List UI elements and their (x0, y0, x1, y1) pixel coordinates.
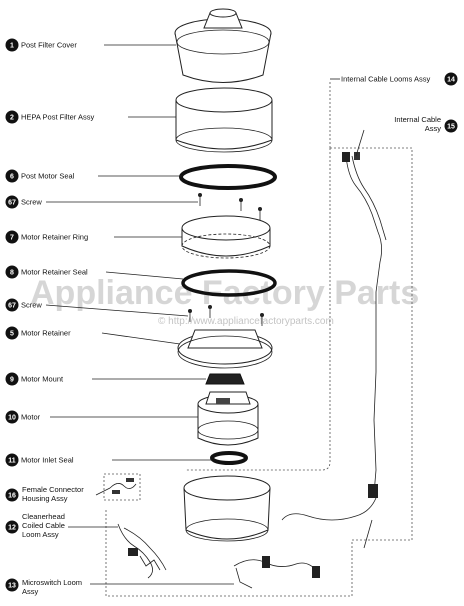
part-label: Screw (21, 198, 42, 207)
part-label-line2: Housing Assy (22, 494, 68, 503)
callout-number: 2 (10, 115, 14, 122)
motor-retainer-drawing (177, 329, 273, 369)
callout-number: 12 (8, 525, 16, 532)
callout-number: 13 (8, 583, 16, 590)
leader-lines (45, 44, 365, 585)
screws-lower-drawing (188, 305, 264, 326)
part-label: Motor (21, 413, 41, 422)
part-label-line2: Assy (22, 587, 39, 596)
callout-number: 5 (10, 331, 14, 338)
callout-screw-lower: 67 Screw (5, 298, 42, 312)
callout-number: 6 (10, 174, 14, 181)
callout-motor-inlet-seal: 11 Motor Inlet Seal (5, 453, 74, 467)
part-label-line1: Cleanerhead (22, 512, 65, 521)
callout-motor-retainer-seal: 8 Motor Retainer Seal (5, 265, 88, 279)
callout-number: 14 (447, 77, 455, 84)
post-motor-seal-drawing (179, 164, 277, 190)
callout-screw-upper: 67 Screw (5, 195, 42, 209)
part-label-line1: Female Connector (22, 485, 84, 494)
part-label-line1: Internal Cable (394, 115, 441, 124)
internal-cable-loom-drawing (186, 82, 413, 549)
part-label: Motor Inlet Seal (21, 456, 74, 465)
motor-retainer-ring-drawing (181, 215, 271, 259)
callout-internal-cable-looms: Internal Cable Looms Assy 14 (341, 72, 458, 86)
part-label: Motor Retainer Seal (21, 268, 88, 277)
callout-post-filter-cover: 1 Post Filter Cover (5, 38, 77, 52)
microswitch-loom-drawing (233, 556, 320, 589)
part-label-line3: Loom Assy (22, 530, 59, 539)
watermark-url: © http://www.appliancefactoryparts.com (158, 316, 334, 327)
callout-internal-cable-assy: Internal Cable Assy 15 (394, 115, 458, 133)
callout-motor-retainer-ring: 7 Motor Retainer Ring (5, 230, 88, 244)
motor-drawing (197, 391, 259, 446)
callout-motor-retainer: 5 Motor Retainer (5, 326, 71, 340)
female-connector-drawing (103, 473, 141, 501)
part-label: Screw (21, 301, 42, 310)
motor-inlet-seal-drawing (210, 451, 248, 465)
callout-hepa-post-filter: 2 HEPA Post Filter Assy (5, 110, 94, 124)
part-label: Post Filter Cover (21, 41, 77, 50)
lower-housing-drawing (183, 475, 271, 542)
screws-upper-drawing (198, 193, 262, 220)
part-label: Motor Retainer Ring (21, 233, 88, 242)
callout-number: 16 (8, 493, 16, 500)
callout-number: 1 (10, 43, 14, 50)
callout-number: 11 (8, 458, 16, 465)
callout-number: 9 (10, 377, 14, 384)
callout-number: 67 (8, 303, 16, 310)
part-label: Motor Mount (21, 375, 64, 384)
callout-motor-mount: 9 Motor Mount (5, 372, 64, 386)
callout-microswitch-loom: 13 Microswitch Loom Assy (5, 578, 82, 596)
callout-coiled-cable-loom: 12 Cleanerhead Coiled Cable Loom Assy (5, 512, 65, 539)
hepa-post-filter-drawing (175, 87, 273, 153)
loom-tray-outline (105, 510, 412, 597)
part-label: Motor Retainer (21, 329, 71, 338)
callout-number: 7 (10, 235, 14, 242)
motor-mount-drawing (205, 373, 245, 385)
part-label-line2: Coiled Cable (22, 521, 65, 530)
callout-post-motor-seal: 6 Post Motor Seal (5, 169, 75, 183)
callout-number: 8 (10, 270, 14, 277)
watermark-title: Appliance Factory Parts (30, 274, 419, 312)
part-label: Internal Cable Looms Assy (341, 75, 430, 84)
motor-retainer-seal-drawing (181, 269, 277, 297)
part-label-line1: Microswitch Loom (22, 578, 82, 587)
callout-motor: 10 Motor (5, 410, 41, 424)
callout-female-connector: 16 Female Connector Housing Assy (5, 485, 84, 503)
callout-number: 67 (8, 200, 16, 207)
post-filter-cover-drawing (174, 8, 272, 83)
part-label-line2: Assy (425, 124, 442, 133)
callout-number: 10 (8, 415, 16, 422)
coiled-cable-loom-drawing (117, 523, 167, 579)
part-label: Post Motor Seal (21, 172, 75, 181)
part-label: HEPA Post Filter Assy (21, 113, 94, 122)
callout-number: 15 (447, 124, 455, 131)
